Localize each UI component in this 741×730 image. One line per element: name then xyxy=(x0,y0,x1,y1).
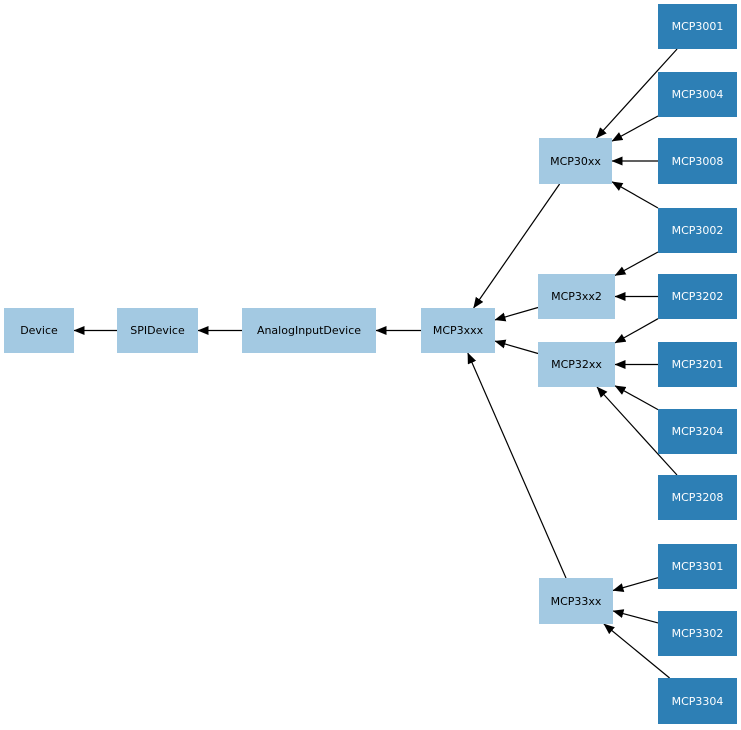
class-node-label: MCP3002 xyxy=(671,224,724,237)
inheritance-edge-MCP30xx-to-MCP3xxx xyxy=(473,183,561,309)
class-node-label: MCP3208 xyxy=(671,491,724,504)
class-node-label: MCP3301 xyxy=(671,560,724,573)
class-node-label: AnalogInputDevice xyxy=(256,324,362,337)
class-node-MCP30xx[interactable]: MCP30xx xyxy=(539,138,612,184)
class-node-MCP3301[interactable]: MCP3301 xyxy=(658,544,737,589)
inheritance-edge-MCP3202-to-MCP32xx xyxy=(614,318,659,344)
class-node-label: MCP33xx xyxy=(550,594,602,608)
inheritance-edge-MCP3002-to-MCP30xx xyxy=(611,181,659,209)
inheritance-edge-MCP33xx-to-MCP3xxx xyxy=(467,352,567,579)
class-node-label: MCP3302 xyxy=(671,627,724,640)
inheritance-edge-MCP3208-to-MCP32xx xyxy=(596,386,678,476)
class-node-Device[interactable]: Device xyxy=(4,308,74,353)
class-node-label: MCP3204 xyxy=(671,425,724,438)
class-node-label: Device xyxy=(20,324,58,337)
class-node-MCP3202[interactable]: MCP3202 xyxy=(658,274,737,319)
inheritance-edge-MCP3301-to-MCP33xx xyxy=(612,577,659,592)
class-node-label: MCP3008 xyxy=(671,154,724,168)
class-node-MCP3302[interactable]: MCP3302 xyxy=(658,611,737,656)
class-node-label: MCP3xx2 xyxy=(551,290,602,303)
class-node-label: MCP3xxx xyxy=(432,324,484,337)
class-node-label: MCP3304 xyxy=(671,694,724,708)
class-node-MCP3001[interactable]: MCP3001 xyxy=(658,4,737,49)
class-node-AnalogInputDevice[interactable]: AnalogInputDevice xyxy=(242,308,376,353)
class-node-MCP33xx[interactable]: MCP33xx xyxy=(539,578,613,624)
class-node-label: MCP30xx xyxy=(550,154,601,168)
inheritance-edge-MCP3001-to-MCP30xx xyxy=(595,48,678,139)
class-node-MCP3xx2[interactable]: MCP3xx2 xyxy=(538,274,615,319)
class-node-label: MCP3001 xyxy=(671,20,724,33)
inheritance-edge-MCP3302-to-MCP33xx xyxy=(612,609,659,624)
class-node-label: SPIDevice xyxy=(130,324,185,337)
inheritance-edge-MCP32xx-to-MCP3xxx xyxy=(494,339,539,355)
class-node-MCP3008[interactable]: MCP3008 xyxy=(658,138,737,184)
class-node-MCP3004[interactable]: MCP3004 xyxy=(658,72,737,117)
inheritance-edge-MCP3004-to-MCP30xx xyxy=(611,115,659,142)
class-node-label: MCP32xx xyxy=(551,358,602,371)
inheritance-edge-MCP3002-to-MCP3xx2 xyxy=(614,251,659,277)
class-node-label: MCP3202 xyxy=(671,290,724,303)
class-node-label: MCP3004 xyxy=(671,88,724,101)
class-node-label: MCP3201 xyxy=(671,358,724,371)
class-node-MCP3xxx[interactable]: MCP3xxx xyxy=(421,308,495,353)
inheritance-edge-MCP3304-to-MCP33xx xyxy=(603,623,670,679)
class-node-MCP3208[interactable]: MCP3208 xyxy=(658,475,737,520)
class-node-MCP32xx[interactable]: MCP32xx xyxy=(538,342,615,387)
class-node-MCP3204[interactable]: MCP3204 xyxy=(658,409,737,454)
class-node-MCP3304[interactable]: MCP3304 xyxy=(658,678,737,724)
class-node-SPIDevice[interactable]: SPIDevice xyxy=(117,308,198,353)
inheritance-edge-MCP3xx2-to-MCP3xxx xyxy=(494,306,539,322)
class-node-MCP3201[interactable]: MCP3201 xyxy=(658,342,737,387)
class-node-MCP3002[interactable]: MCP3002 xyxy=(658,208,737,253)
inheritance-edge-MCP3204-to-MCP32xx xyxy=(614,385,659,411)
